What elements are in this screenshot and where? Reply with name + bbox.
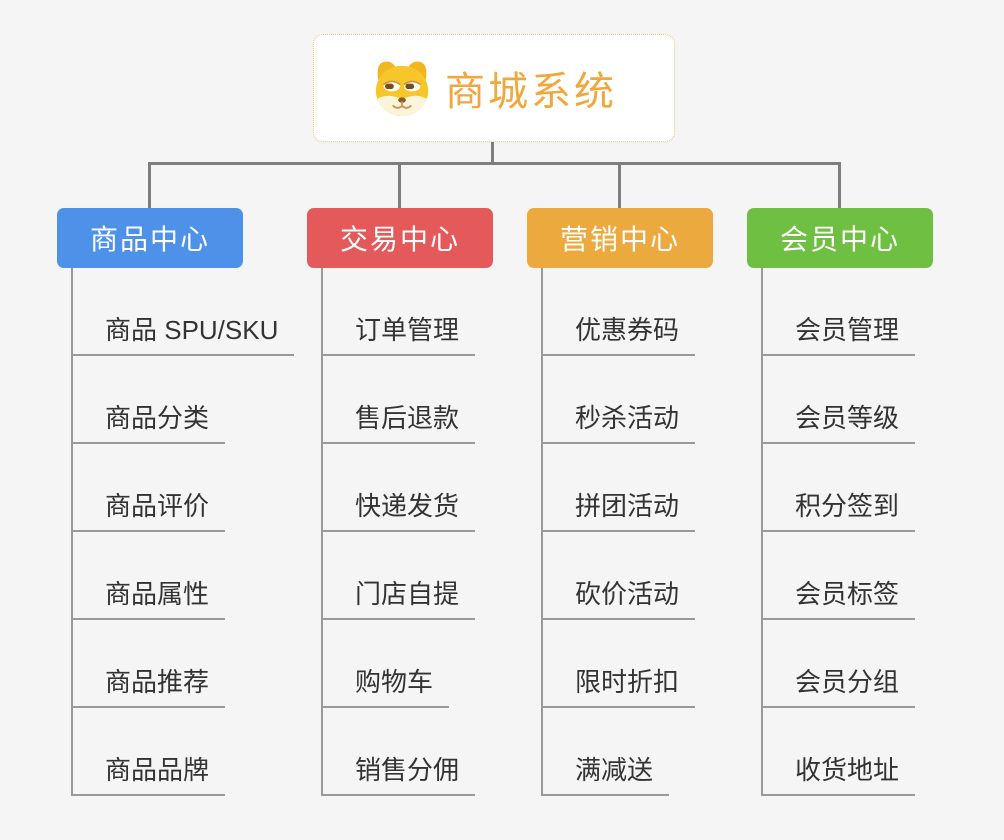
connector-drop-4 (838, 162, 841, 208)
connector-drop-3 (618, 162, 621, 208)
branch-member-center: 会员中心 会员管理 会员等级 积分签到 会员标签 会员分组 收货地址 (747, 208, 933, 796)
branch-box-marketing-center[interactable]: 营销中心 (527, 208, 713, 268)
child-topic[interactable]: 积分签到 (763, 444, 916, 532)
connector-drop-2 (398, 162, 401, 208)
child-topic[interactable]: 售后退款 (323, 356, 476, 444)
child-topic[interactable]: 会员标签 (763, 532, 916, 620)
connector-root-stem (491, 141, 494, 164)
branch-product-center: 商品中心 商品 SPU/SKU 商品分类 商品评价 商品属性 商品推荐 商品品牌 (57, 208, 295, 796)
branch-trade-center: 交易中心 订单管理 售后退款 快递发货 门店自提 购物车 销售分佣 (307, 208, 493, 796)
branch-box-trade-center[interactable]: 交易中心 (307, 208, 493, 268)
child-topic[interactable]: 商品品牌 (73, 708, 226, 796)
child-topic[interactable]: 门店自提 (323, 532, 476, 620)
branch-children: 商品 SPU/SKU 商品分类 商品评价 商品属性 商品推荐 商品品牌 (71, 268, 295, 796)
child-topic[interactable]: 商品推荐 (73, 620, 226, 708)
branch-marketing-center: 营销中心 优惠券码 秒杀活动 拼团活动 砍价活动 限时折扣 满减送 (527, 208, 713, 796)
child-topic[interactable]: 订单管理 (323, 268, 476, 356)
branch-box-member-center[interactable]: 会员中心 (747, 208, 933, 268)
child-topic[interactable]: 满减送 (543, 708, 670, 796)
child-topic[interactable]: 砍价活动 (543, 532, 696, 620)
child-topic[interactable]: 快递发货 (323, 444, 476, 532)
child-topic[interactable]: 限时折扣 (543, 620, 696, 708)
dog-face-icon (371, 58, 433, 118)
branch-children: 会员管理 会员等级 积分签到 会员标签 会员分组 收货地址 (761, 268, 916, 796)
branch-box-product-center[interactable]: 商品中心 (57, 208, 243, 268)
child-topic[interactable]: 商品属性 (73, 532, 226, 620)
branch-children: 优惠券码 秒杀活动 拼团活动 砍价活动 限时折扣 满减送 (541, 268, 696, 796)
child-topic[interactable]: 收货地址 (763, 708, 916, 796)
root-node[interactable]: 商城系统 (313, 34, 675, 142)
root-title: 商城系统 (445, 70, 617, 114)
child-topic[interactable]: 销售分佣 (323, 708, 476, 796)
child-topic[interactable]: 会员管理 (763, 268, 916, 356)
child-topic[interactable]: 购物车 (323, 620, 450, 708)
child-topic[interactable]: 优惠券码 (543, 268, 696, 356)
connector-rail (149, 162, 840, 165)
child-topic[interactable]: 商品评价 (73, 444, 226, 532)
child-topic[interactable]: 会员等级 (763, 356, 916, 444)
connector-drop-1 (148, 162, 151, 208)
child-topic[interactable]: 商品 SPU/SKU (73, 268, 295, 356)
child-topic[interactable]: 拼团活动 (543, 444, 696, 532)
child-topic[interactable]: 秒杀活动 (543, 356, 696, 444)
child-topic[interactable]: 商品分类 (73, 356, 226, 444)
child-topic[interactable]: 会员分组 (763, 620, 916, 708)
branch-children: 订单管理 售后退款 快递发货 门店自提 购物车 销售分佣 (321, 268, 476, 796)
